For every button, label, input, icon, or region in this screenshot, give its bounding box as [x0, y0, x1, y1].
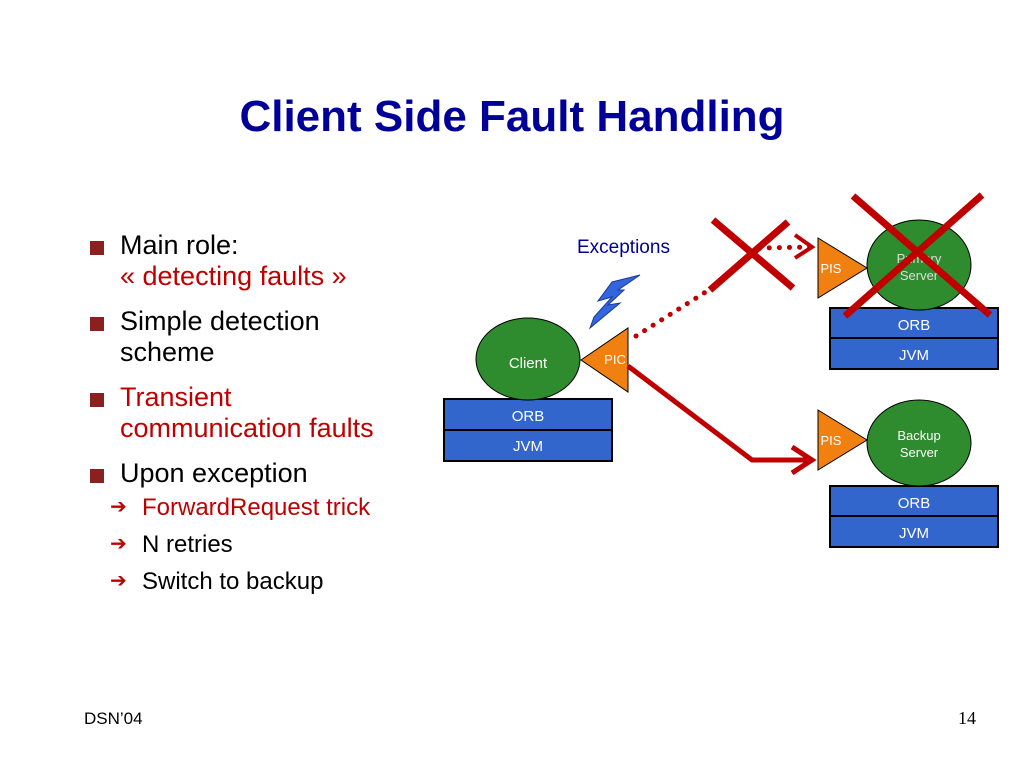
backup-label: Backup: [897, 428, 940, 443]
bullet-text: « detecting faults »: [120, 261, 347, 291]
bullet-text: Simple detection: [120, 306, 320, 336]
primary-orb-label: ORB: [898, 317, 931, 334]
bullet-text: Transient: [120, 382, 232, 412]
backup-orb-label: ORB: [898, 495, 931, 512]
backup-pis-label: PIS: [821, 433, 842, 448]
sub-bullet: ➔ ForwardRequest trick: [56, 489, 448, 526]
bullet-text: communication faults: [120, 413, 374, 443]
bullet-main-role: Main role:« detecting faults »: [88, 230, 448, 292]
client-node: [475, 317, 581, 401]
bullet-square-icon: [90, 393, 104, 407]
sub-bullet: ➔ Switch to backup: [56, 563, 448, 600]
primary-label: Server: [900, 268, 939, 283]
failed-request-arrowhead: [793, 233, 816, 260]
arrow-icon: ➔: [110, 496, 127, 518]
page-number: 14: [958, 708, 976, 728]
primary-pis-interceptor: [817, 237, 868, 299]
backup-orb-box: [829, 485, 999, 517]
client-jvm-label: JVM: [513, 438, 543, 455]
backup-jvm-label: JVM: [899, 525, 929, 542]
arrow-icon: ➔: [110, 533, 127, 555]
bullet-square-icon: [90, 317, 104, 331]
bullet-text: Upon exception: [120, 458, 308, 488]
sub-bullet: ➔ N retries: [56, 526, 448, 563]
exceptions-label: Exceptions: [577, 237, 670, 258]
primary-jvm-box: [829, 337, 999, 370]
arrow-icon: ➔: [110, 570, 127, 592]
failed-request-dotted-line: [633, 244, 815, 339]
lightning-icon: [588, 274, 641, 330]
sub-bullet-text: Switch to backup: [142, 568, 324, 595]
backup-pis-interceptor: [817, 409, 868, 471]
primary-server-node: [866, 219, 972, 311]
bullet-square-icon: [90, 469, 104, 483]
backup-server-node: [866, 399, 972, 487]
request-failed-x-icon: [707, 217, 796, 293]
bullet-square-icon: [90, 241, 104, 255]
client-label: Client: [509, 355, 548, 372]
pic-label: PIC: [604, 352, 626, 367]
bullet-text: scheme: [120, 337, 215, 367]
primary-pis-label: PIS: [821, 261, 842, 276]
primary-orb-box: [829, 307, 999, 339]
forward-request-arrowhead: [790, 444, 817, 476]
backup-jvm-box: [829, 515, 999, 548]
backup-label: Server: [900, 445, 939, 460]
sub-bullet-text: N retries: [142, 531, 233, 558]
client-orb-box: [443, 398, 613, 431]
pic-interceptor: [580, 327, 629, 393]
sub-bullet-text: ForwardRequest trick: [142, 494, 371, 521]
bullet-upon-exception: Upon exception: [88, 458, 448, 489]
primary-jvm-label: JVM: [899, 347, 929, 364]
bullet-list: Main role:« detecting faults » Simple de…: [88, 230, 448, 600]
client-orb-label: ORB: [512, 408, 545, 425]
slide-title: Client Side Fault Handling: [239, 92, 785, 141]
client-jvm-box: [443, 429, 613, 462]
bullet-text: Main role:: [120, 230, 239, 260]
footer-conference: DSN’04: [84, 709, 143, 728]
forward-request-arrow: [626, 364, 812, 463]
server-failed-x-icon: [842, 192, 993, 319]
